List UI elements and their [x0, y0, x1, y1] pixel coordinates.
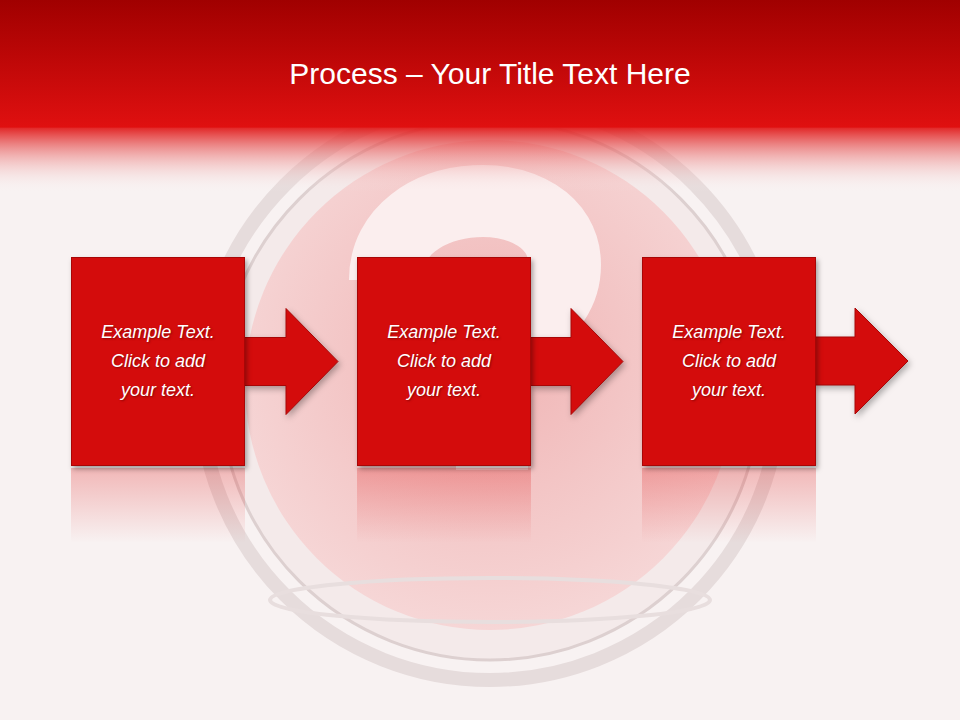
process-box: Example Text. Click to add your text. — [71, 257, 245, 466]
reflection — [71, 468, 245, 543]
process-box: Example Text. Click to add your text. — [357, 257, 531, 466]
slide-title: Process – Your Title Text Here — [20, 54, 960, 94]
box-text: Example Text. Click to add your text. — [663, 318, 795, 405]
header-fade — [0, 127, 960, 192]
reflection — [357, 468, 531, 543]
block-arrow — [244, 309, 338, 415]
reflection — [642, 468, 816, 543]
header-band — [0, 0, 960, 128]
box-text: Example Text. Click to add your text. — [378, 318, 510, 405]
button-base — [270, 578, 710, 622]
block-arrow — [530, 309, 623, 415]
outgoing-arrow — [814, 308, 908, 414]
process-box: Example Text. Click to add your text. — [642, 257, 816, 466]
box-text: Example Text. Click to add your text. — [92, 318, 224, 405]
